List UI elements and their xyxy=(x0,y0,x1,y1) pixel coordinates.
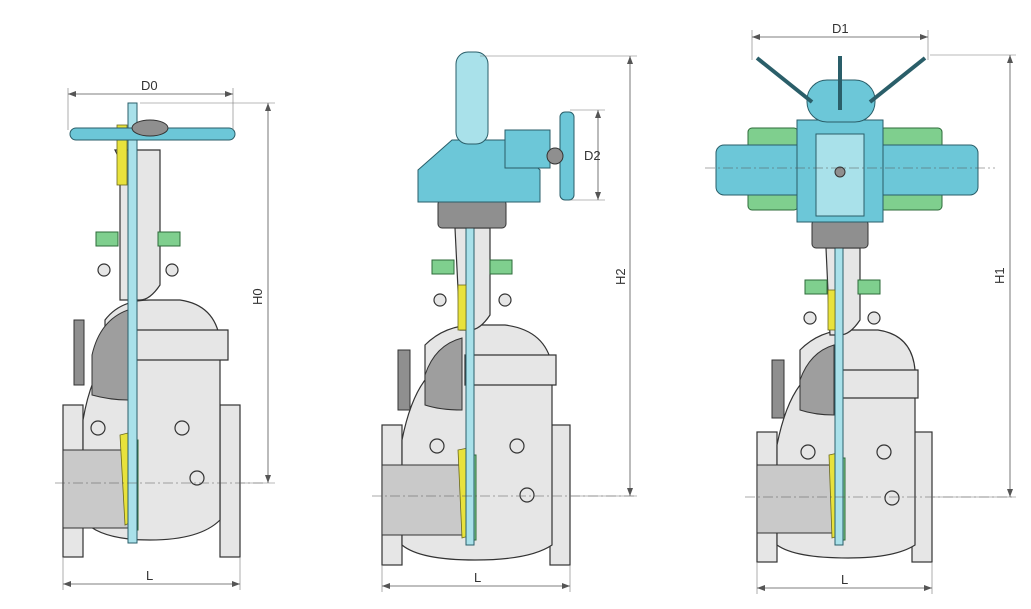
label-l3: L xyxy=(841,572,848,587)
label-h2: H2 xyxy=(613,268,628,285)
body-bolt-hole xyxy=(519,487,535,503)
dim-l1: L xyxy=(62,557,241,590)
dim-h1: H1 xyxy=(930,54,1016,498)
gland-left xyxy=(95,231,119,247)
body-bolt-hole xyxy=(189,470,205,486)
side-bypass-wheel xyxy=(771,359,785,419)
label-d2: D2 xyxy=(584,148,601,163)
dim-l3: L xyxy=(756,562,933,594)
bonnet-flange xyxy=(464,354,557,386)
inlet-pipe-section xyxy=(756,464,838,534)
body-bolt-hole xyxy=(884,490,900,506)
bonnet-flange xyxy=(129,329,229,361)
gland-bolt-eye xyxy=(498,293,512,307)
body-bolt-hole xyxy=(90,420,106,436)
valve-stem xyxy=(834,244,844,546)
stem-nut xyxy=(116,124,128,186)
gear-shaft xyxy=(504,129,551,169)
handwheel-gate-valve: D0 H0 L xyxy=(55,78,275,590)
valve-stem xyxy=(465,224,475,546)
label-d1: D1 xyxy=(832,21,849,36)
gland-right xyxy=(857,279,881,295)
dim-d2: D2 xyxy=(570,109,605,201)
body-bolt-hole xyxy=(509,438,525,454)
side-bypass-wheel xyxy=(73,319,85,386)
right-flange xyxy=(549,424,571,566)
label-h0: H0 xyxy=(250,288,265,305)
body-section-cut xyxy=(424,337,463,411)
gland-right xyxy=(157,231,181,247)
actuator-base xyxy=(811,219,869,249)
gland-bolt-eye xyxy=(165,263,179,277)
gear-hub xyxy=(546,147,564,165)
right-flange xyxy=(219,404,241,558)
handle-spoke-left xyxy=(755,56,814,104)
gland-left xyxy=(804,279,828,295)
handle-spoke-right xyxy=(868,56,927,104)
body-bolt-hole xyxy=(429,438,445,454)
gland-bolt-eye xyxy=(867,311,881,325)
actuator-base xyxy=(437,199,507,229)
dim-h0: H0 xyxy=(140,102,275,484)
body-section-cut xyxy=(799,344,835,416)
dim-d0: D0 xyxy=(67,78,234,130)
stem-protector-tube xyxy=(455,51,489,145)
electric-actuated-gate-valve: D1 H1 L xyxy=(705,21,1016,594)
inlet-pipe-section xyxy=(381,464,468,536)
body-bolt-hole xyxy=(174,420,190,436)
body-bolt-hole xyxy=(800,444,816,460)
body-bolt-hole xyxy=(876,444,892,460)
gland-bolt-eye xyxy=(97,263,111,277)
label-h1: H1 xyxy=(992,267,1007,284)
valve-stem xyxy=(127,102,138,544)
gear-operated-gate-valve: D2 H2 L xyxy=(372,51,637,592)
stem-nut xyxy=(457,284,467,331)
label-l1: L xyxy=(146,568,153,583)
gland-bolt-eye xyxy=(433,293,447,307)
bonnet-flange xyxy=(837,369,919,399)
handwheel-hub xyxy=(131,119,169,137)
label-l2: L xyxy=(474,570,481,585)
dim-d1: D1 xyxy=(751,21,929,60)
gland-left xyxy=(431,259,455,275)
gland-bolt-eye xyxy=(803,311,817,325)
dim-h2: H2 xyxy=(480,55,637,497)
label-d0: D0 xyxy=(141,78,158,93)
side-bypass-wheel xyxy=(397,349,411,411)
dim-l2: L xyxy=(381,565,571,592)
gland-right xyxy=(489,259,513,275)
body-section-cut xyxy=(91,309,129,401)
stem-nut xyxy=(827,289,836,331)
indicator-knob xyxy=(834,166,846,178)
